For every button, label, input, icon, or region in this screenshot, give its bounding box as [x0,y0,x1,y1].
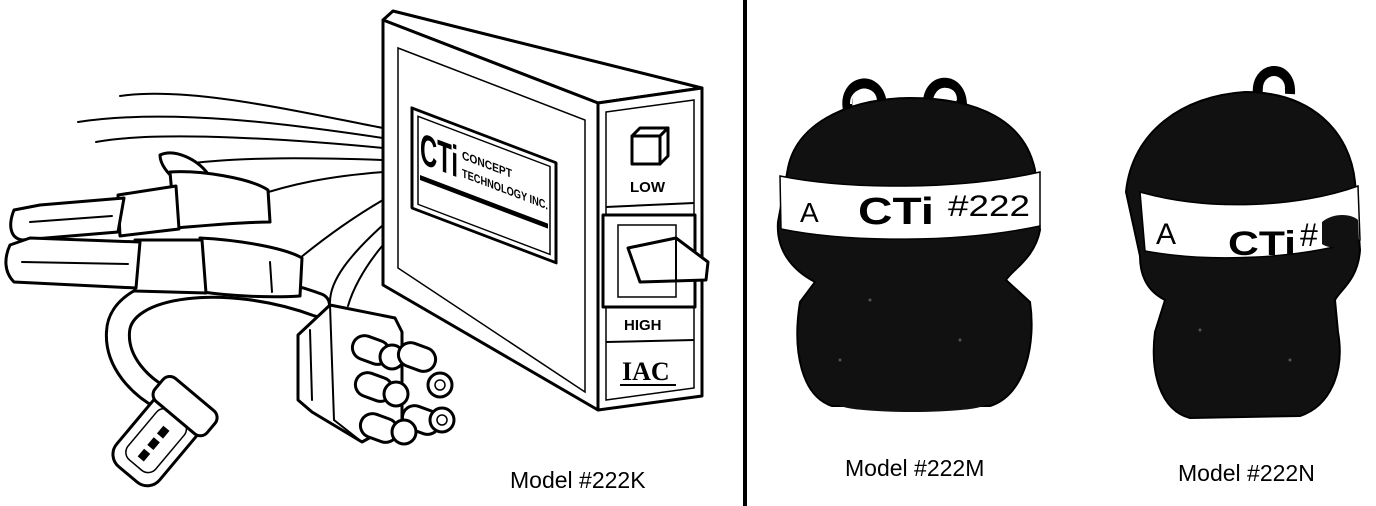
sensor-222n: A CTi # [1124,66,1362,420]
alligator-clip-lower [4,236,304,299]
low-button [630,126,670,166]
high-label: HIGH [624,317,662,334]
model-222k-panel: CTi CONCEPT TECHNOLOGY INC. LOW HIGH [4,9,710,493]
connector-pins [350,334,456,446]
sensor-222n-letter: A [1156,218,1176,251]
model-code-label: IAC [622,357,670,386]
cable-bundle [77,92,384,307]
sensor-222n-logo: CTi [1228,225,1296,263]
model-222n-panel: A CTi # Model #222N [1124,66,1362,486]
sensor-222n-label-band [1139,184,1361,259]
sensor-222m-logo: CTi [858,191,934,233]
sensor-222n-part-number: # [1300,217,1318,253]
alligator-clip-upper [9,151,272,242]
panel-divider [743,0,747,506]
model-222m-panel: A CTi #222 Model #222M [776,77,1042,481]
iac-control-box: CTi CONCEPT TECHNOLOGY INC. LOW HIGH [381,9,710,412]
plug-cable [104,272,331,411]
sensor-222m-letter: A [800,197,819,228]
caption-model-222k: Model #222K [510,467,646,493]
flat-plug [111,374,219,488]
sensor-222m-label-band [779,171,1041,240]
sensor-222m: A CTi #222 [776,77,1042,412]
low-label: LOW [630,179,666,196]
box-side-inner-panel [397,46,586,394]
sensor-222m-part-number: #222 [948,190,1030,223]
caption-model-222n: Model #222N [1178,460,1315,486]
rocker-switch [601,213,710,309]
caption-model-222m: Model #222M [845,455,984,481]
six-pin-connector [296,303,456,446]
brand-label: CTi CONCEPT TECHNOLOGY INC. [410,106,558,265]
